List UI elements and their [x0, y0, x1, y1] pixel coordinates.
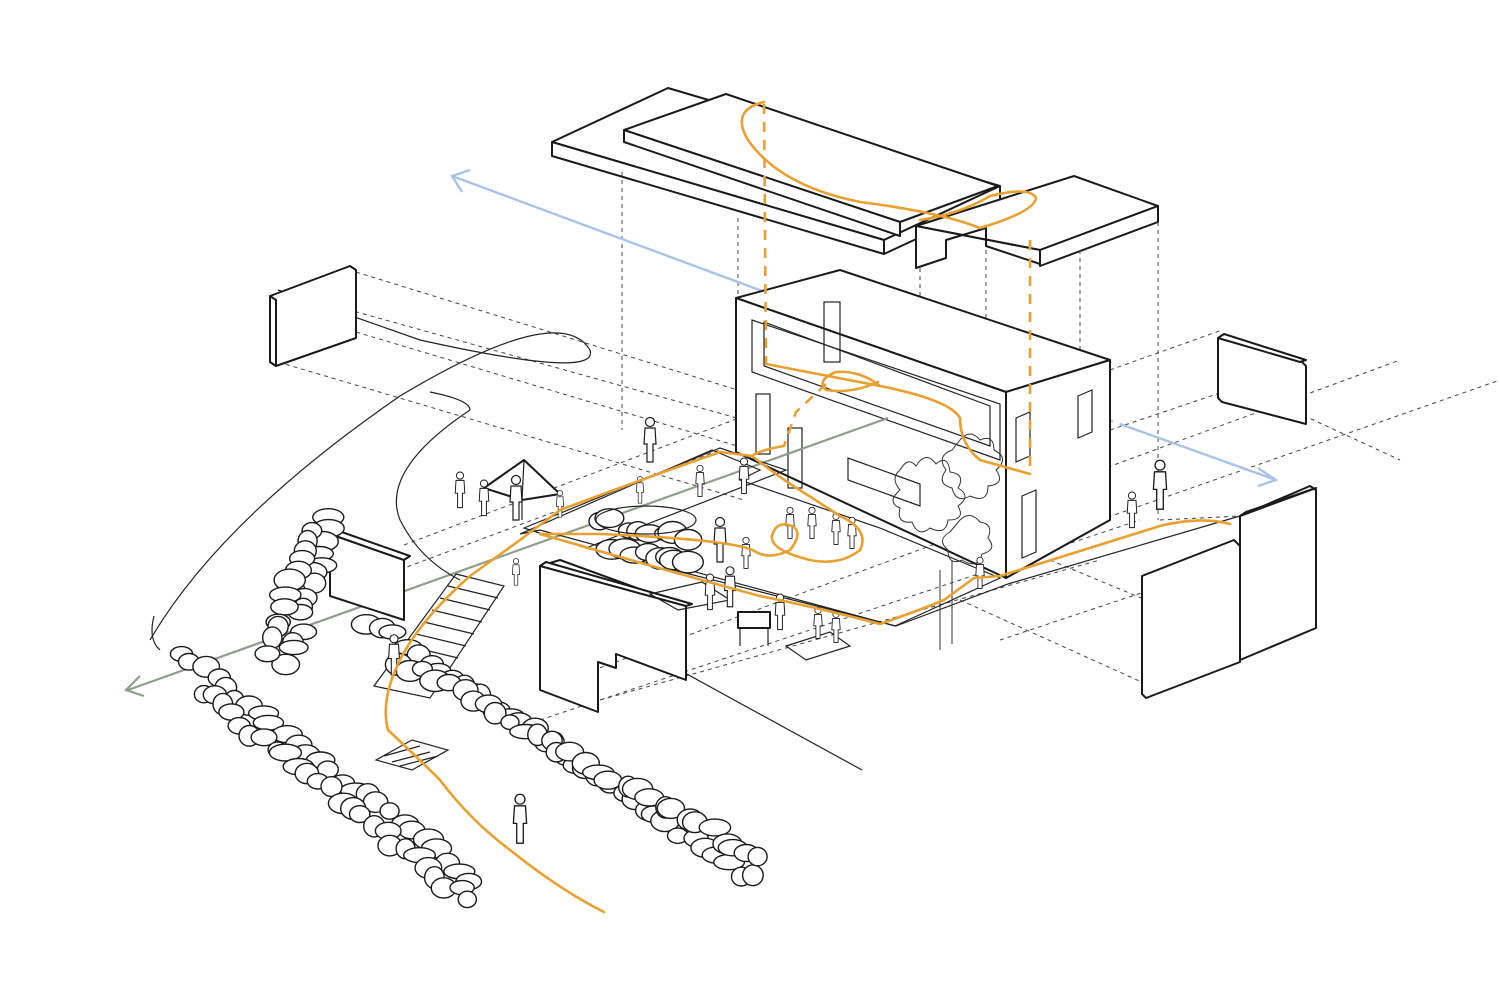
- stone: [671, 550, 704, 574]
- person-icon: [813, 606, 823, 639]
- stone: [656, 797, 686, 820]
- arrowhead-icon: [450, 168, 471, 193]
- person-icon: [454, 471, 466, 509]
- umbrella-icon: [483, 459, 561, 520]
- stone: [379, 802, 400, 820]
- person-icon: [1152, 459, 1168, 510]
- stone: [348, 804, 371, 824]
- stone: [271, 653, 301, 676]
- person-icon: [1126, 491, 1138, 529]
- house-volume: [735, 269, 1111, 579]
- stone: [270, 598, 299, 616]
- person-icon: [512, 793, 528, 844]
- stone: [268, 743, 303, 762]
- arrowhead-icon: [1257, 467, 1279, 488]
- person-icon: [807, 506, 817, 539]
- people: [388, 416, 1168, 844]
- wall-panels: [269, 265, 1317, 713]
- person-icon: [738, 457, 750, 495]
- stone: [261, 626, 283, 649]
- person-icon: [741, 536, 751, 569]
- stone-walls: [169, 508, 768, 909]
- person-icon: [724, 566, 736, 608]
- person-icon: [713, 516, 727, 563]
- person-icon: [643, 416, 657, 463]
- tree: [892, 433, 1003, 650]
- roof-slab: [551, 87, 1159, 269]
- stone: [698, 818, 732, 837]
- person-icon: [785, 506, 795, 539]
- person-icon: [695, 464, 705, 497]
- stone: [747, 846, 768, 867]
- person-icon: [509, 474, 523, 521]
- arrowhead-icon: [123, 675, 145, 698]
- person-icon: [704, 573, 716, 611]
- stone: [593, 770, 623, 790]
- courtyard-elements: [483, 459, 852, 661]
- stone: [457, 890, 478, 909]
- circulation-route: [384, 100, 1232, 914]
- stone: [741, 864, 764, 887]
- stone: [254, 645, 281, 663]
- axis-green: [123, 416, 889, 698]
- stone: [278, 639, 309, 656]
- stone: [250, 728, 278, 747]
- person-icon: [478, 479, 490, 517]
- person-icon: [831, 512, 841, 545]
- person-icon: [512, 558, 520, 586]
- stone: [483, 701, 507, 725]
- person-icon: [975, 556, 985, 589]
